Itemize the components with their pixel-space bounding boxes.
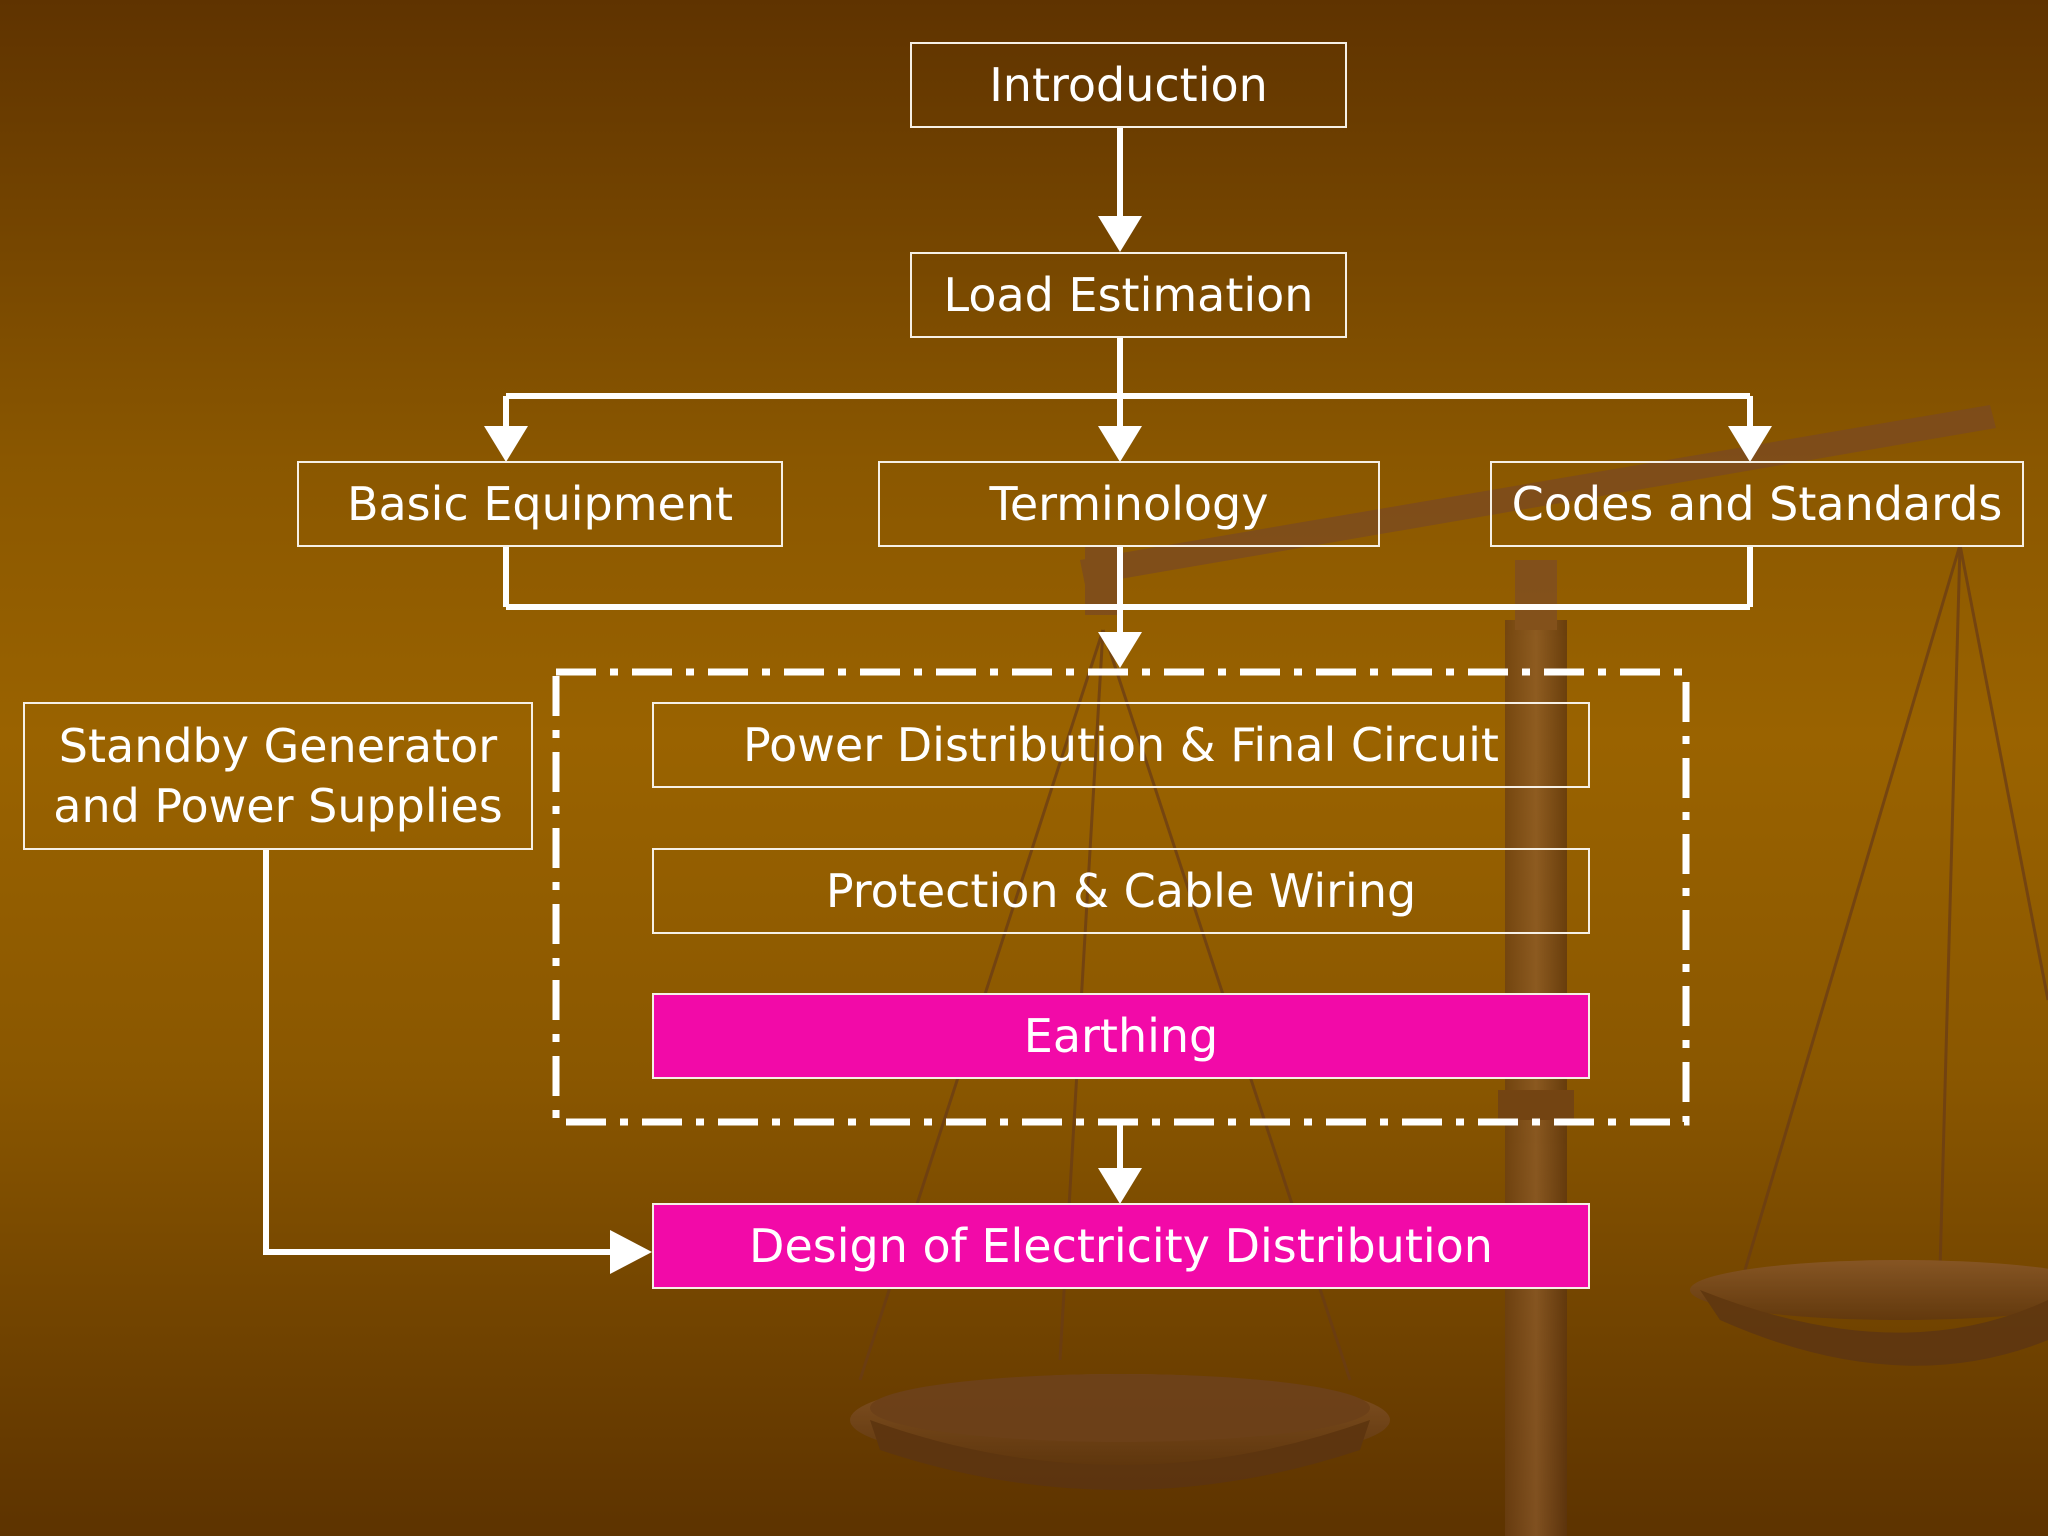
design-distribution-label: Design of Electricity Distribution (749, 1219, 1493, 1273)
protection-cable-box[interactable]: Protection & Cable Wiring (652, 848, 1590, 934)
arrowhead-to-codes (1728, 426, 1772, 462)
design-distribution-box[interactable]: Design of Electricity Distribution (652, 1203, 1590, 1289)
arrowhead-to-load (1098, 216, 1142, 252)
standby-generator-label-line2: and Power Supplies (53, 779, 503, 833)
standby-generator-label-line1: Standby Generator (58, 719, 498, 773)
codes-and-standards-box[interactable]: Codes and Standards (1490, 461, 2024, 547)
basic-equipment-label: Basic Equipment (346, 477, 734, 531)
protection-cable-label: Protection & Cable Wiring (825, 864, 1417, 918)
power-distribution-label: Power Distribution & Final Circuit (743, 718, 1499, 772)
connector-standby-to-design (263, 850, 612, 1255)
arrowhead-to-terminology (1098, 426, 1142, 462)
load-estimation-box[interactable]: Load Estimation (910, 252, 1347, 338)
earthing-box[interactable]: Earthing (652, 993, 1590, 1079)
arrowhead-standby-to-design (610, 1230, 652, 1274)
load-estimation-label: Load Estimation (943, 268, 1314, 322)
codes-and-standards-label: Codes and Standards (1511, 477, 2003, 531)
terminology-box[interactable]: Terminology (878, 461, 1380, 547)
earthing-label: Earthing (1023, 1009, 1219, 1063)
arrowhead-to-basic-equipment (484, 426, 528, 462)
arrowhead-to-design (1098, 1168, 1142, 1204)
basic-equipment-box[interactable]: Basic Equipment (297, 461, 783, 547)
power-distribution-box[interactable]: Power Distribution & Final Circuit (652, 702, 1590, 788)
arrowhead-to-group (1098, 632, 1142, 668)
terminology-label: Terminology (989, 477, 1269, 531)
introduction-label: Introduction (989, 58, 1268, 112)
introduction-box[interactable]: Introduction (910, 42, 1347, 128)
standby-generator-box[interactable]: Standby Generator and Power Supplies (23, 702, 533, 850)
design-components-group (552, 668, 1690, 1126)
